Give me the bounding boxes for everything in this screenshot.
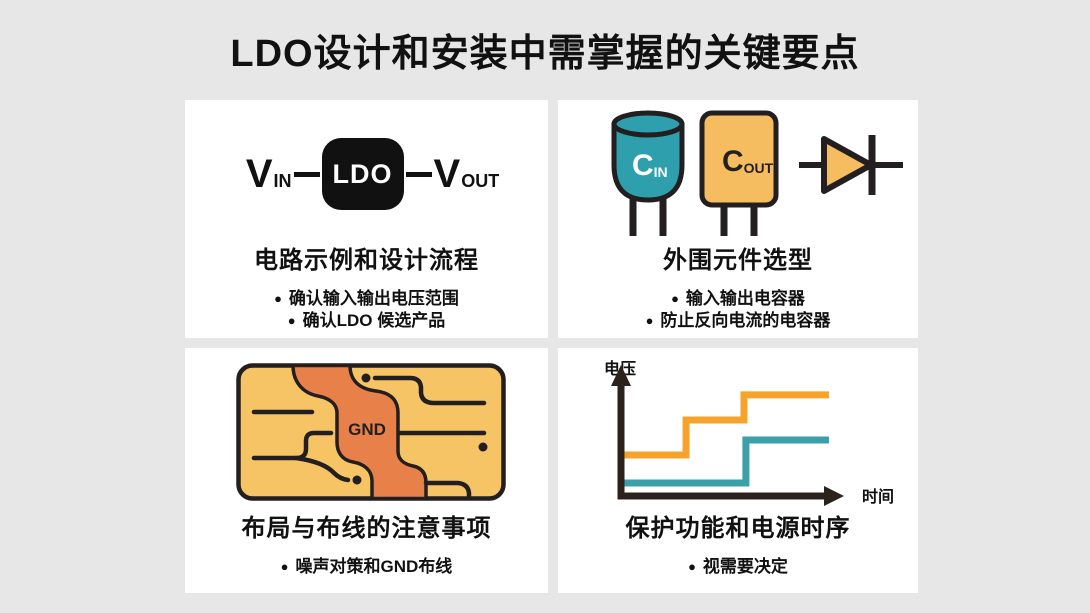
panel-peripheral-components: CIN COUT 外围元件选型 ● 输入输出电容器 ● 防止反向电流的电容器 bbox=[558, 100, 918, 338]
bullet-icon: ● bbox=[280, 559, 289, 574]
diode-anode-triangle bbox=[820, 136, 874, 194]
bullet-icon: ● bbox=[671, 291, 679, 306]
bullet-item: ● 防止反向电流的电容器 bbox=[646, 310, 831, 331]
pcb-board-icon: GND bbox=[235, 363, 506, 501]
bullet-item: ● 噪声对策和GND布线 bbox=[281, 556, 453, 577]
svg-text:CIN: CIN bbox=[632, 149, 668, 182]
bullet-icon: ● bbox=[645, 313, 654, 328]
panel-layout-title: 布局与布线的注意事项 bbox=[241, 515, 492, 542]
svg-text:COUT: COUT bbox=[722, 145, 774, 178]
cout-capacitor-icon: COUT bbox=[699, 110, 778, 236]
bullet-item: ● 确认输入输出电压范围 bbox=[274, 288, 459, 309]
page-title: LDO设计和安装中需掌握的关键要点 bbox=[230, 33, 860, 75]
vin-subscript: IN bbox=[273, 171, 292, 191]
gnd-label: GND bbox=[348, 420, 386, 439]
components-illustration: CIN COUT bbox=[558, 100, 918, 248]
vout-subscript: OUT bbox=[461, 171, 500, 191]
cin-body bbox=[611, 121, 684, 203]
bullet-text: 确认LDO 候选产品 bbox=[302, 311, 446, 330]
bullet-text: 输入输出电容器 bbox=[685, 289, 805, 308]
bullet-text: 噪声对策和GND布线 bbox=[295, 557, 453, 576]
panel-circuit-bullets: ● 确认输入输出电压范围 ● 确认LDO 候选产品 bbox=[274, 288, 459, 331]
pcb-traces bbox=[251, 375, 486, 501]
vout-symbol: V bbox=[433, 152, 461, 196]
sequencing-chart-svg: 电压 时间 bbox=[604, 359, 894, 506]
sequencing-chart: 电压 时间 bbox=[558, 348, 918, 516]
cin-label: C bbox=[632, 149, 654, 182]
y-axis-arrow bbox=[611, 365, 631, 386]
bullet-icon: ● bbox=[274, 291, 282, 306]
cin-top bbox=[611, 110, 684, 138]
bullet-text: 视需要决定 bbox=[702, 557, 788, 576]
pcb-illustration: GND bbox=[181, 348, 552, 516]
ldo-block: LDO bbox=[321, 138, 404, 210]
output-wire bbox=[405, 171, 432, 177]
bullet-text: 防止反向电流的电容器 bbox=[660, 311, 831, 330]
orange-step-line bbox=[623, 391, 829, 459]
panel-pcb-layout: GND 布局与布线的注意事项 ● 噪声对策和GND布线 bbox=[185, 348, 548, 593]
diode-icon bbox=[798, 135, 903, 195]
cin-label-subscript: IN bbox=[653, 164, 667, 180]
bullet-icon: ● bbox=[287, 313, 296, 328]
panel-circuit-title: 电路示例和设计流程 bbox=[254, 247, 479, 274]
x-axis-label: 时间 bbox=[862, 487, 894, 506]
bullet-item: ● 输入输出电容器 bbox=[671, 288, 805, 309]
panel-sequencing-title: 保护功能和电源时序 bbox=[625, 515, 851, 542]
bullet-item: ● 确认LDO 候选产品 bbox=[288, 310, 445, 331]
cout-body bbox=[699, 110, 778, 208]
bullet-text: 确认输入输出电压范围 bbox=[288, 289, 459, 308]
cin-capacitor-icon: CIN bbox=[611, 110, 684, 236]
teal-step-line bbox=[623, 436, 829, 487]
panel-components-bullets: ● 输入输出电容器 ● 防止反向电流的电容器 bbox=[646, 288, 831, 331]
cout-label-subscript: OUT bbox=[743, 160, 773, 176]
x-axis-arrow bbox=[824, 486, 844, 506]
ldo-block-label: LDO bbox=[332, 158, 393, 189]
cout-label: C bbox=[722, 145, 744, 178]
panel-sequencing-bullets: ● 视需要决定 bbox=[688, 556, 788, 577]
panel-components-title: 外围元件选型 bbox=[663, 247, 813, 274]
panel-layout-bullets: ● 噪声对策和GND布线 bbox=[281, 556, 453, 577]
vin-symbol: V bbox=[245, 152, 273, 196]
pcb-pads bbox=[352, 373, 487, 485]
gnd-plane bbox=[290, 363, 428, 501]
bullet-item: ● 视需要决定 bbox=[688, 556, 788, 577]
input-wire bbox=[293, 171, 320, 177]
panel-power-sequencing: 电压 时间 保护功能和电源时序 ● 视需要决定 bbox=[558, 348, 918, 593]
bullet-icon: ● bbox=[688, 559, 696, 574]
chart-axes bbox=[611, 365, 844, 506]
